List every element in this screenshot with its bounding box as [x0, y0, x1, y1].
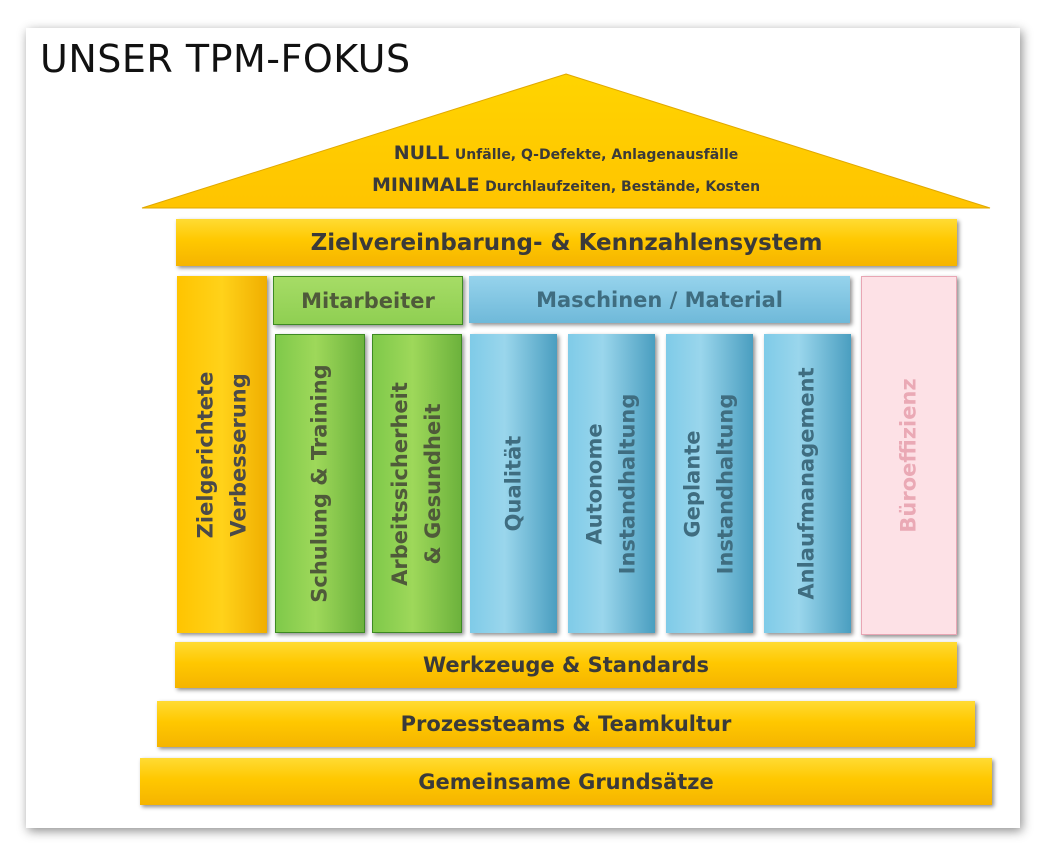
pillar-label-line: Instandhaltung: [615, 393, 640, 574]
pillar-label-line: Anlaufmanagement: [795, 367, 820, 600]
pillar-qualitaet: Qualität: [470, 334, 557, 633]
pillar-label-line: Verbesserung: [226, 372, 251, 537]
pillar-label-line: Büroeffizienz: [896, 378, 921, 533]
base-prozessteams-teamkultur: Prozessteams & Teamkultur: [157, 701, 975, 747]
group-header-maschinen-material: Maschinen / Material: [469, 276, 850, 323]
pillar-bueroeffizienz: Büroeffizienz: [861, 276, 957, 635]
roof-minimale-text: Durchlaufzeiten, Bestände, Kosten: [485, 179, 761, 195]
pillar-anlaufmanagement: Anlaufmanagement: [764, 334, 851, 633]
roof-pediment: [141, 73, 991, 209]
pillar-geplante-instandhaltung: Geplante Instandhaltung: [666, 334, 753, 633]
pillar-label-line: Geplante: [680, 429, 705, 538]
beam-zielvereinbarung: Zielvereinbarung- & Kennzahlensystem: [176, 219, 957, 266]
pillar-label-line: & Gesundheit: [421, 403, 445, 564]
group-header-mitarbeiter: Mitarbeiter: [273, 276, 463, 325]
roof-null-text: Unfälle, Q-Defekte, Anlagenausfälle: [454, 147, 739, 163]
pillar-label-line: Arbeitssicherheit: [388, 381, 412, 586]
pillar-label-line: Qualität: [501, 435, 525, 532]
pillar-schulung-training: Schulung & Training: [275, 334, 365, 633]
pillar-zielgerichtete-verbesserung: Zielgerichtete Verbesserung: [177, 276, 267, 633]
page-title: UNSER TPM-FOKUS: [40, 37, 411, 81]
pillar-autonome-instandhaltung: Autonome Instandhaltung: [568, 334, 655, 633]
base-werkzeuge-standards: Werkzeuge & Standards: [175, 642, 957, 688]
pillar-label-line: Autonome: [582, 422, 607, 545]
pillar-label-line: Instandhaltung: [713, 393, 738, 574]
base-gemeinsame-grundsaetze: Gemeinsame Grundsätze: [140, 758, 992, 805]
roof-text: NULL Unfälle, Q-Defekte, Anlagenausfälle…: [140, 138, 992, 202]
roof-minimale-label: MINIMALE: [371, 174, 480, 196]
pillar-label-line: Schulung & Training: [307, 364, 332, 603]
pillar-arbeitssicherheit: Arbeitssicherheit & Gesundheit: [372, 334, 462, 633]
pillar-label-line: Zielgerichtete: [193, 371, 218, 538]
roof-null-label: NULL: [393, 142, 450, 164]
